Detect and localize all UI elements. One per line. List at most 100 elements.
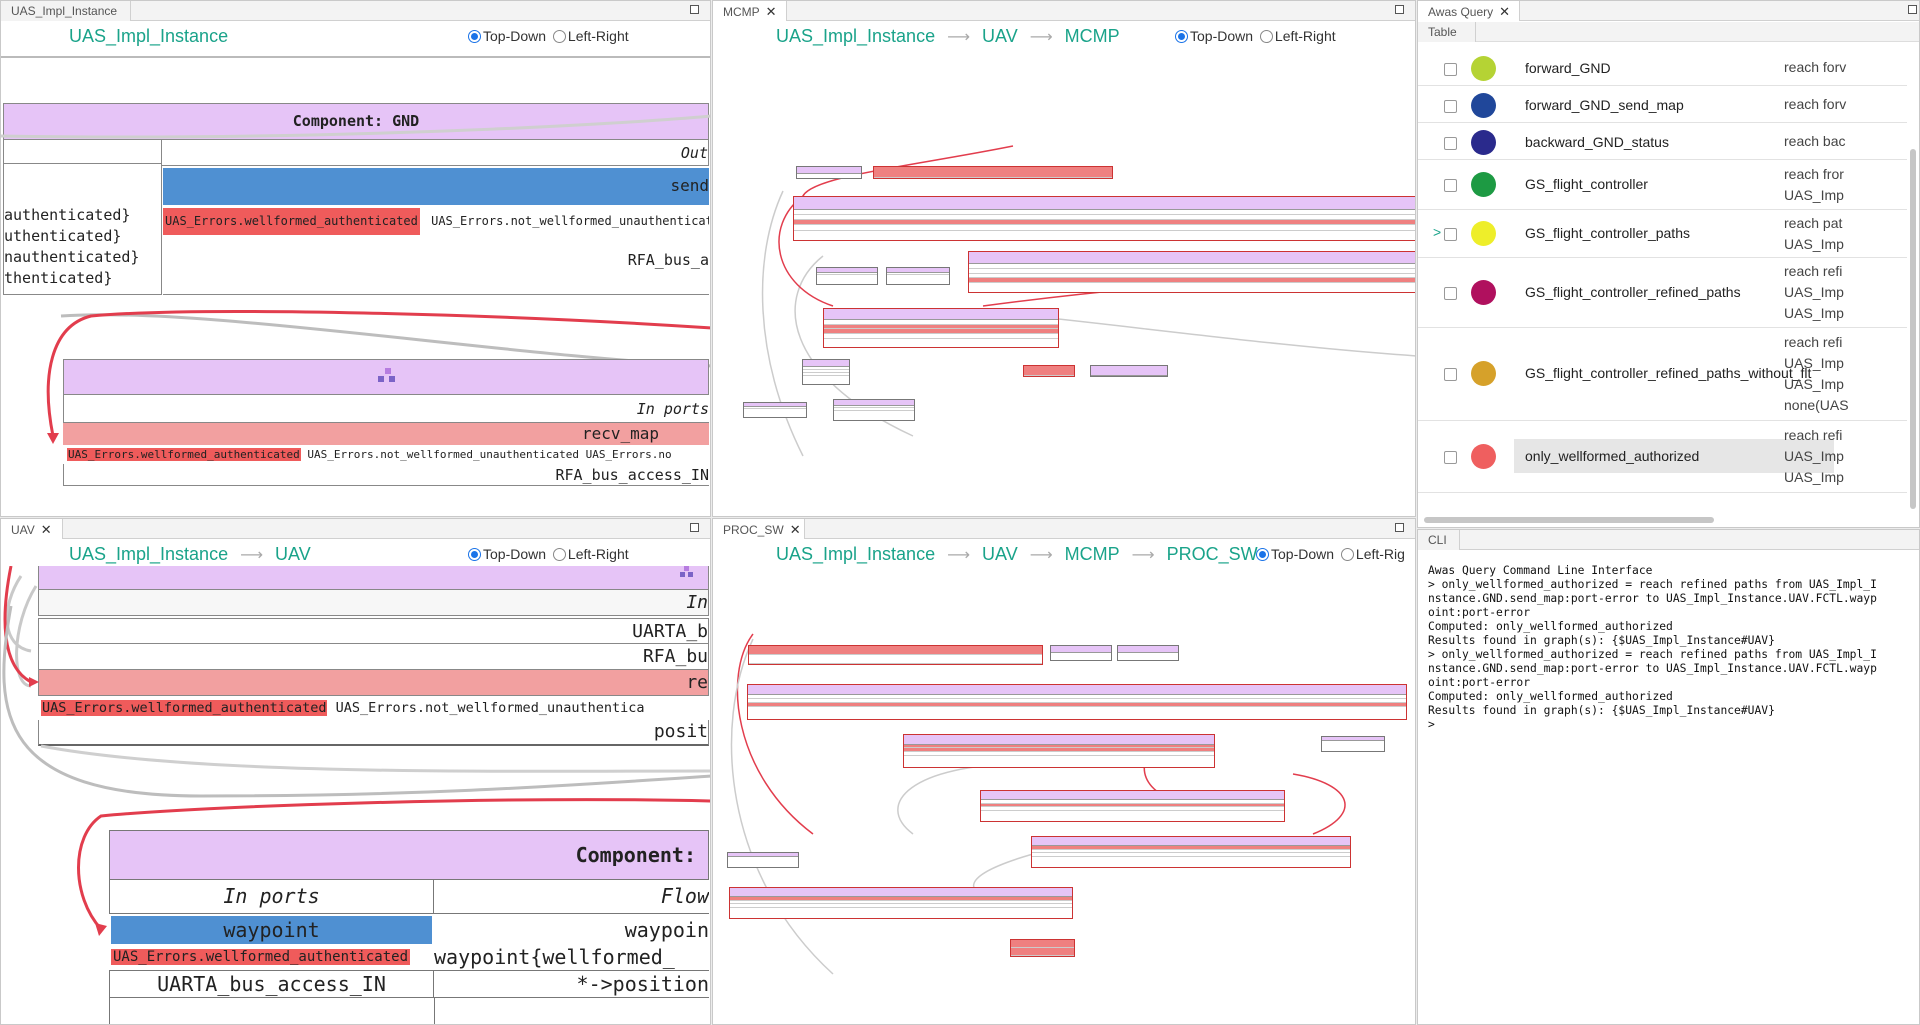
radio-left-right[interactable] [552, 30, 566, 43]
graph-node[interactable] [833, 399, 915, 421]
radio-left-right[interactable] [1259, 30, 1273, 43]
close-icon[interactable]: ✕ [765, 4, 777, 19]
graph-node[interactable] [903, 734, 1215, 768]
color-swatch[interactable] [1471, 361, 1496, 386]
radio-top-down[interactable] [1175, 30, 1188, 43]
error-wellformed-badge[interactable]: UAS_Errors.wellformed_authenticated [41, 700, 328, 716]
vertical-scrollbar[interactable] [1910, 149, 1916, 509]
breadcrumb-item[interactable]: UAS_Impl_Instance [69, 544, 229, 564]
color-swatch[interactable] [1471, 172, 1496, 197]
tab-awas-query[interactable]: Awas Query✕ [1418, 1, 1520, 21]
graph-node[interactable] [727, 852, 799, 868]
row-checkbox[interactable] [1444, 368, 1457, 381]
graph-node[interactable] [1010, 939, 1075, 957]
graph-node[interactable] [1117, 645, 1179, 661]
table-row[interactable]: backward_GND_status reach bac [1418, 123, 1907, 160]
table-row[interactable]: GS_flight_controller_refined_paths_witho… [1418, 328, 1907, 421]
maximize-icon[interactable] [690, 5, 699, 14]
tab-table[interactable]: Table [1418, 22, 1476, 42]
error-not-wellformed-text[interactable]: UAS_Errors.not_wellformed_unauthentica [335, 700, 645, 716]
graph-node[interactable] [729, 887, 1073, 919]
graph-canvas-overview[interactable] [713, 574, 1415, 1024]
close-icon[interactable]: ✕ [40, 522, 52, 537]
component-collapsed-icon[interactable] [375, 368, 397, 386]
breadcrumb-item[interactable]: MCMP [1064, 544, 1120, 564]
error-not-wellformed-text[interactable]: UAS_Errors.not_wellformed_unauthenticate… [431, 214, 709, 228]
graph-canvas[interactable]: Component: GND authenticated} uthenticat… [1, 56, 710, 516]
graph-node[interactable] [796, 166, 862, 179]
row-checkbox[interactable] [1444, 63, 1457, 76]
row-checkbox[interactable] [1444, 100, 1457, 113]
component-collapsed-icon[interactable] [680, 566, 694, 580]
breadcrumb-item[interactable]: UAV [275, 544, 311, 564]
tab-uas-impl-instance[interactable]: UAS_Impl_Instance [1, 1, 131, 21]
tab-uav[interactable]: UAV✕ [1, 519, 63, 539]
error-wellformed-badge[interactable]: UAS_Errors.wellformed_authenticated [111, 949, 411, 965]
graph-canvas[interactable]: In UARTA_b RFA_bu re UAS_Errors.wellform… [1, 566, 710, 1024]
maximize-icon[interactable] [690, 523, 699, 532]
graph-node[interactable] [748, 645, 1043, 665]
color-swatch[interactable] [1471, 221, 1496, 246]
breadcrumb-item[interactable]: UAV [982, 26, 1018, 46]
error-wellformed-badge[interactable]: UAS_Errors.wellformed_authenticated [67, 448, 301, 461]
color-swatch[interactable] [1471, 444, 1496, 469]
port-send[interactable]: send [163, 168, 709, 205]
maximize-icon[interactable] [1395, 523, 1404, 532]
row-checkbox[interactable] [1444, 228, 1457, 241]
table-row[interactable]: forward_GND reach forv [1418, 49, 1907, 86]
port-waypoint[interactable]: waypoint [111, 916, 432, 944]
table-row[interactable]: GS_flight_controller_refined_paths reach… [1418, 258, 1907, 328]
graph-canvas-overview[interactable] [713, 56, 1415, 516]
graph-node[interactable] [802, 359, 850, 385]
maximize-icon[interactable] [1908, 5, 1917, 14]
graph-node[interactable] [793, 196, 1415, 241]
graph-node[interactable] [823, 308, 1059, 348]
graph-node[interactable] [968, 251, 1415, 293]
close-icon[interactable]: ✕ [1499, 4, 1511, 19]
breadcrumb-item[interactable]: UAS_Impl_Instance [776, 26, 936, 46]
radio-left-right[interactable] [1340, 548, 1354, 561]
graph-node[interactable] [747, 684, 1407, 720]
graph-node[interactable] [1031, 836, 1351, 868]
port-recv-map[interactable]: recv_map [63, 423, 709, 445]
color-swatch[interactable] [1471, 93, 1496, 118]
graph-node[interactable] [980, 790, 1285, 822]
graph-node[interactable] [886, 267, 950, 285]
radio-top-down[interactable] [1256, 548, 1269, 561]
breadcrumb-item[interactable]: MCMP [1064, 26, 1120, 46]
graph-node[interactable] [743, 402, 807, 418]
chevron-right-icon[interactable]: > [1433, 224, 1442, 240]
color-swatch[interactable] [1471, 56, 1496, 81]
row-checkbox[interactable] [1444, 137, 1457, 150]
error-not-wellformed-text[interactable]: UAS_Errors.not_wellformed_unauthenticate… [307, 448, 672, 461]
graph-node[interactable] [1023, 365, 1075, 377]
tab-mcmp[interactable]: MCMP✕ [713, 1, 787, 21]
cli-output[interactable]: Awas Query Command Line Interface > only… [1428, 564, 1877, 731]
row-checkbox[interactable] [1444, 179, 1457, 192]
horizontal-scrollbar[interactable] [1424, 517, 1714, 523]
table-row[interactable]: forward_GND_send_map reach forv [1418, 86, 1907, 123]
color-swatch[interactable] [1471, 280, 1496, 305]
graph-node[interactable] [1050, 645, 1112, 661]
radio-top-down[interactable] [468, 30, 481, 43]
radio-left-right[interactable] [552, 548, 566, 561]
error-wellformed-badge[interactable]: UAS_Errors.wellformed_authenticated [163, 208, 420, 235]
row-checkbox[interactable] [1444, 451, 1457, 464]
breadcrumb-item[interactable]: UAV [982, 544, 1018, 564]
tab-cli[interactable]: CLI [1418, 530, 1460, 550]
radio-top-down[interactable] [468, 548, 481, 561]
tab-proc-sw[interactable]: PROC_SW✕ [713, 519, 805, 539]
graph-node[interactable] [1090, 365, 1168, 377]
row-checkbox[interactable] [1444, 287, 1457, 300]
breadcrumb-item[interactable]: PROC_SW [1166, 544, 1258, 564]
graph-node[interactable] [1321, 736, 1385, 752]
color-swatch[interactable] [1471, 130, 1496, 155]
breadcrumb-item[interactable]: UAS_Impl_Instance [69, 26, 229, 46]
graph-node[interactable] [873, 166, 1113, 179]
port-recv[interactable]: re [38, 670, 709, 696]
maximize-icon[interactable] [1395, 5, 1404, 14]
graph-node[interactable] [816, 267, 878, 285]
